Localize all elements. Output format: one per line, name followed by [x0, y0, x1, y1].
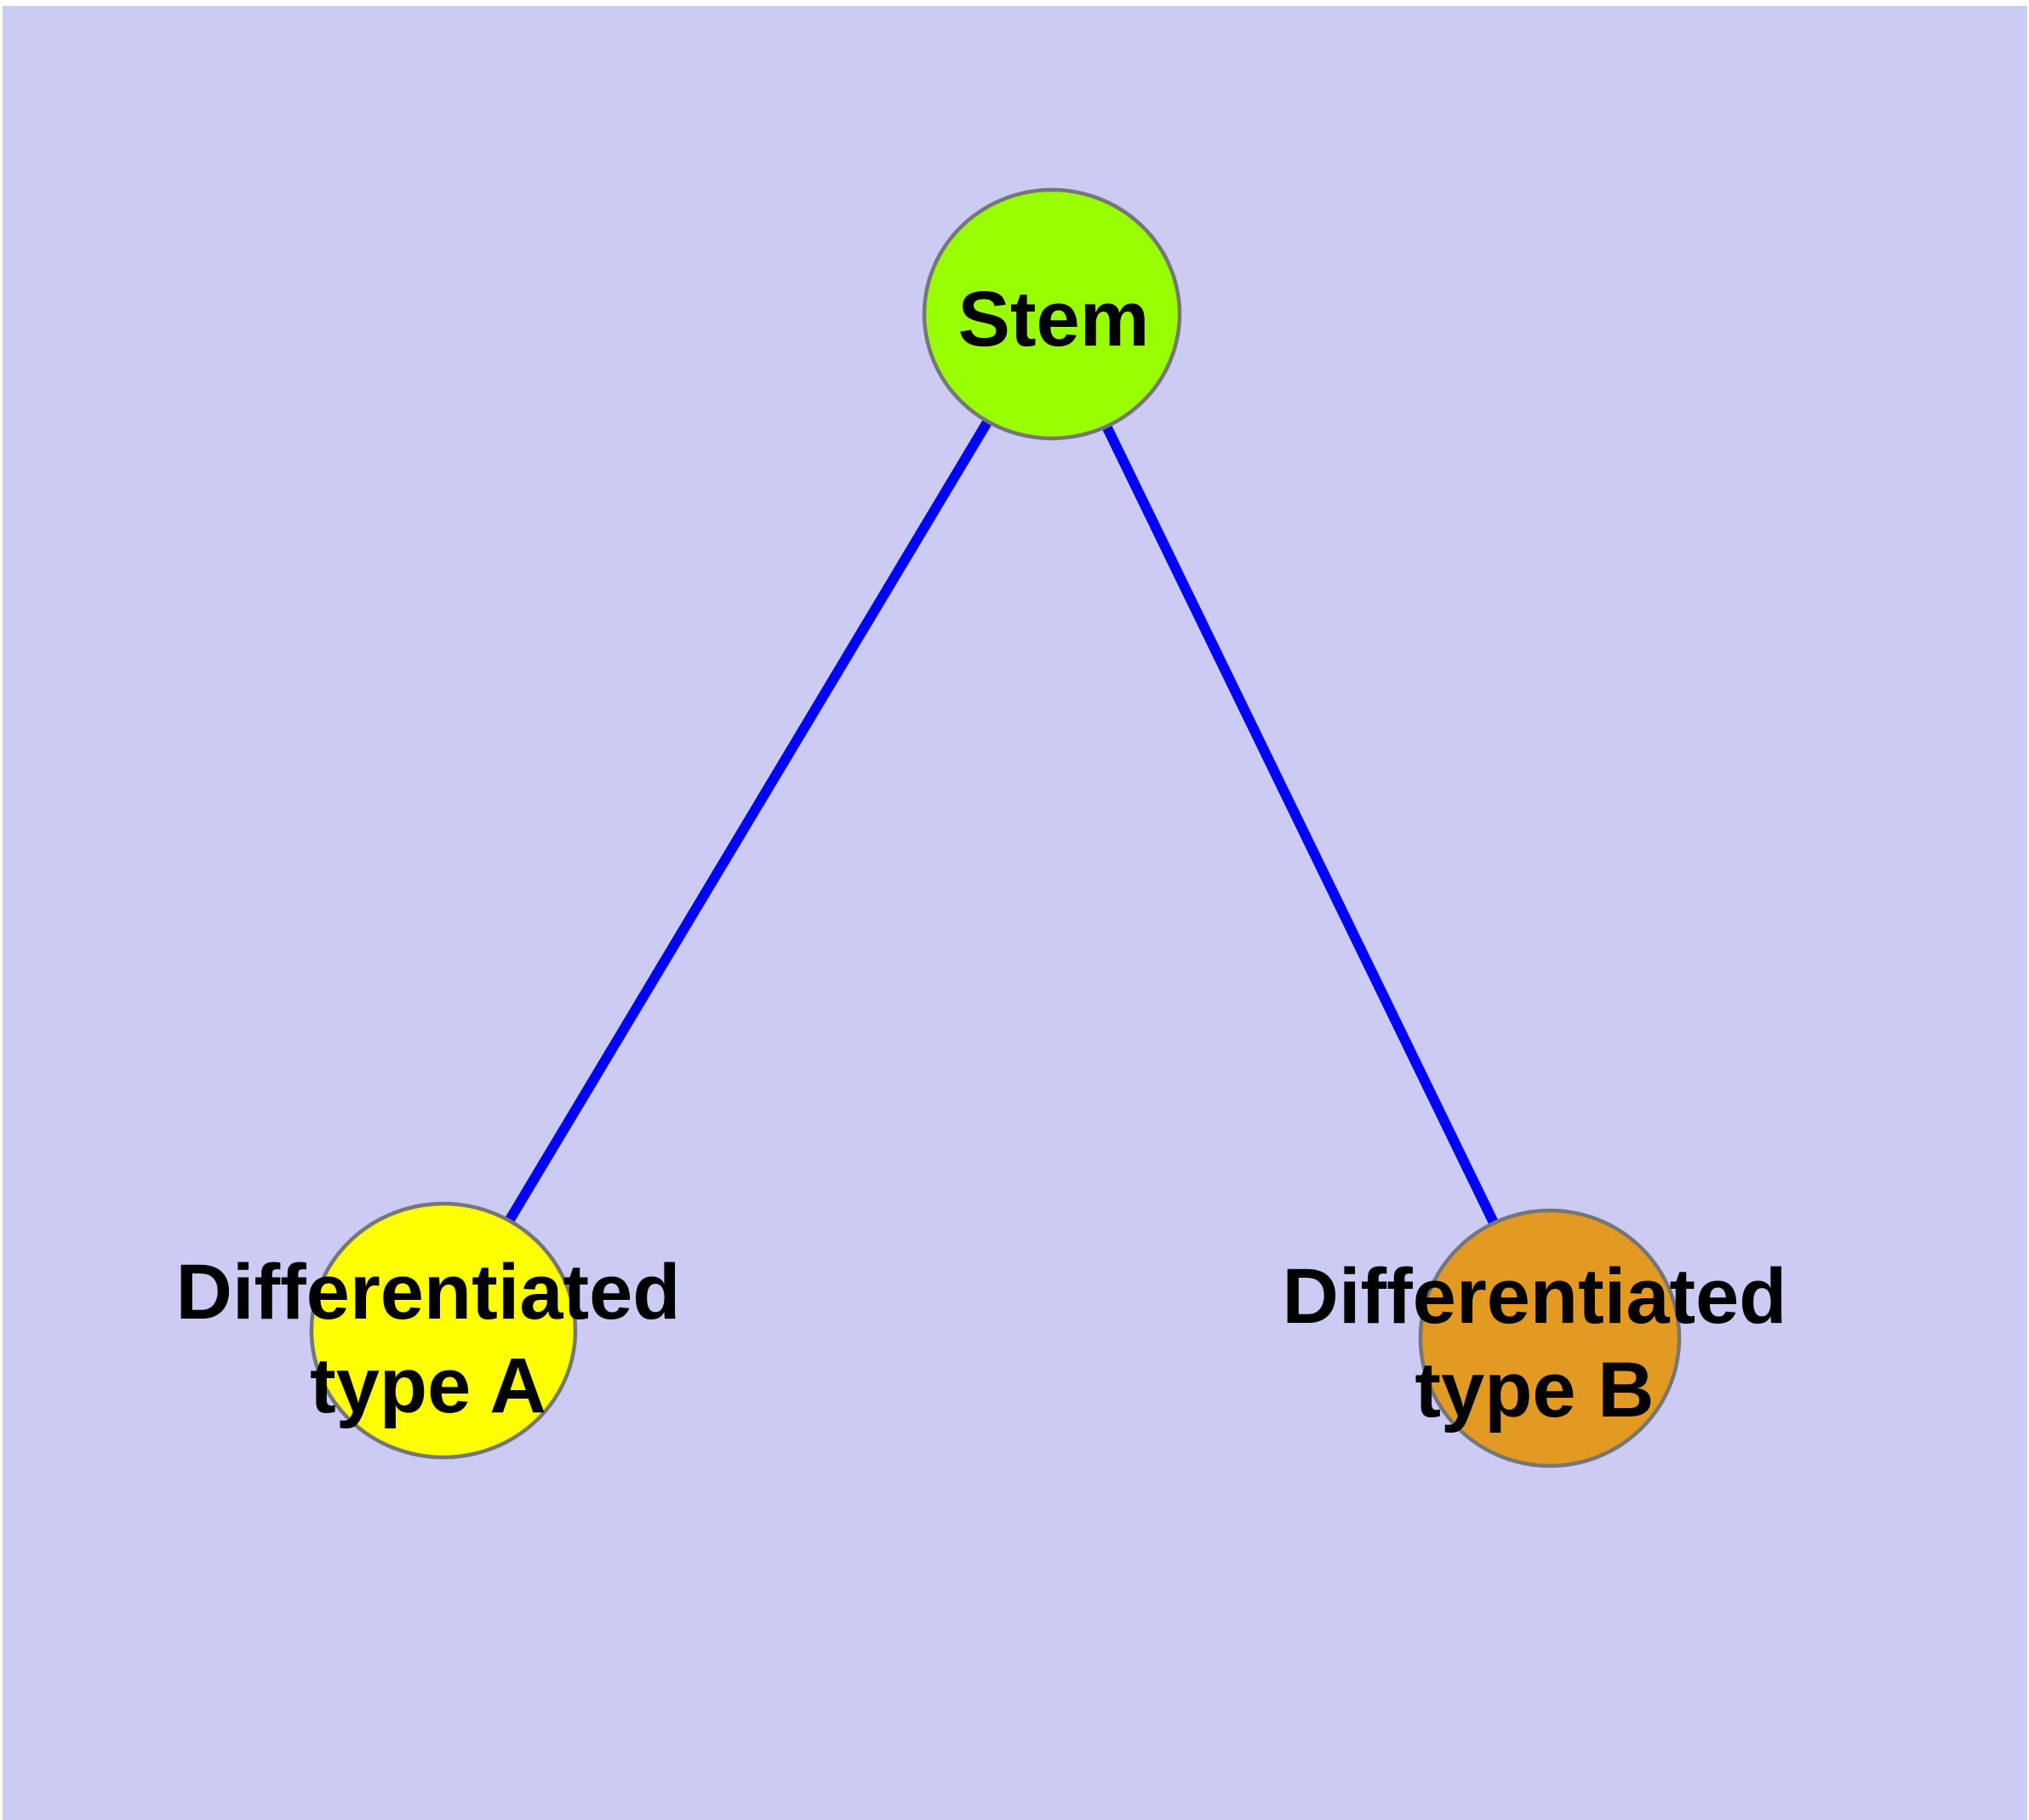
edge-stem-differentiated-type-b — [1047, 312, 1555, 1341]
node-stem — [922, 187, 1182, 441]
node-differentiated-type-a — [309, 1201, 578, 1460]
edges-layer — [438, 311, 1555, 1341]
node-differentiated-type-b — [1418, 1208, 1682, 1468]
edge-stem-differentiated-type-a — [438, 311, 1057, 1334]
nodes-layer — [309, 187, 1682, 1468]
